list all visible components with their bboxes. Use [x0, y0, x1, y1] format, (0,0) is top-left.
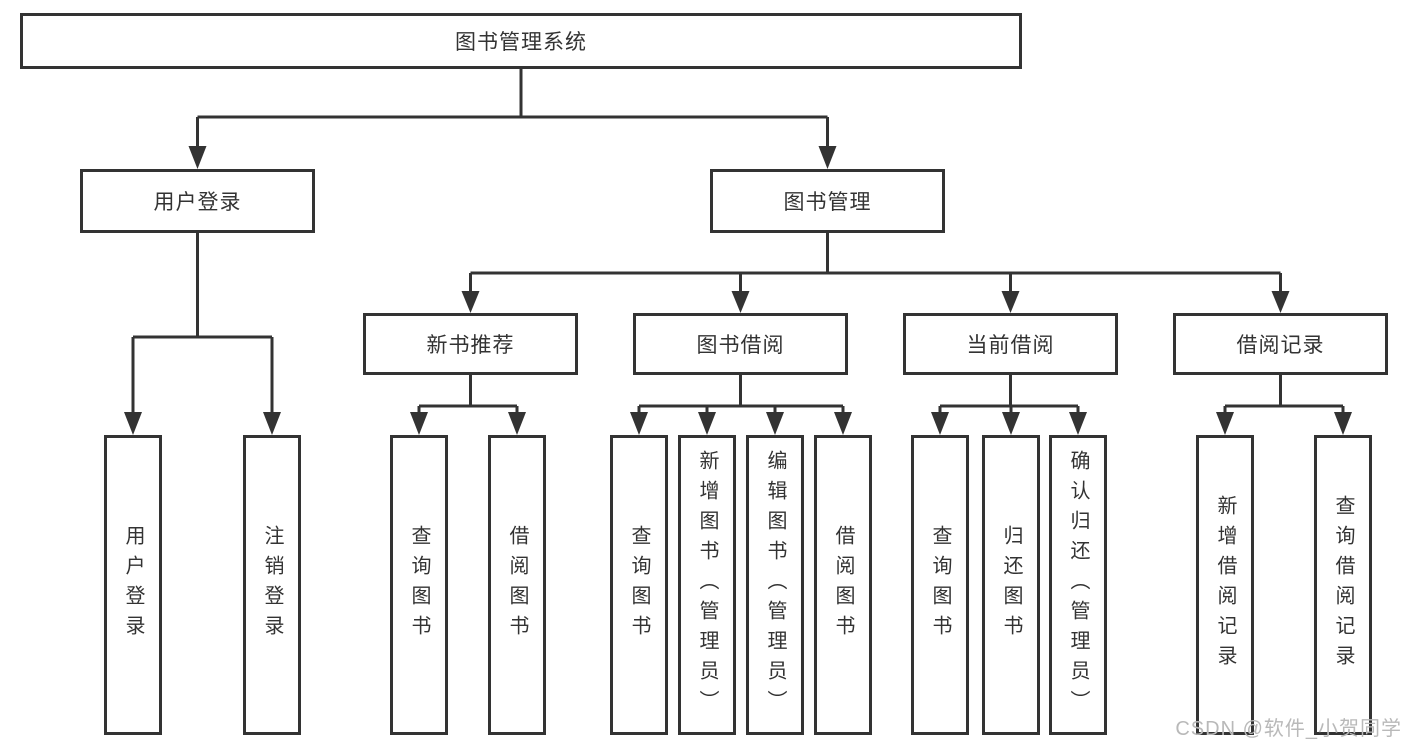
- arrowhead: [766, 412, 784, 435]
- node-book-management: 图书管理: [710, 169, 945, 233]
- connector-current-borrow-children: [931, 375, 1087, 435]
- arrowhead: [818, 146, 837, 169]
- leaf-borrow-books: 借阅图书: [814, 435, 872, 735]
- arrowhead: [630, 412, 648, 435]
- connector-root-to-level1: [188, 69, 837, 169]
- connector-new-book-recommend-children: [410, 375, 526, 435]
- leaf-user-login: 用户登录: [104, 435, 162, 735]
- leaf-query-books-borrow: 查询图书: [610, 435, 668, 735]
- leaf-logout: 注销登录: [243, 435, 301, 735]
- leaf-borrow-books-recommend: 借阅图书: [488, 435, 546, 735]
- leaf-query-books-current: 查询图书: [911, 435, 969, 735]
- arrowhead: [1069, 412, 1087, 435]
- arrowhead: [508, 412, 526, 435]
- leaf-return-books: 归还图书: [982, 435, 1040, 735]
- arrowhead: [188, 146, 207, 169]
- arrowhead: [698, 412, 716, 435]
- leaf-query-borrow-record: 查询借阅记录: [1314, 435, 1372, 735]
- arrowhead: [931, 412, 949, 435]
- leaf-confirm-return-admin: 确认归还（管理员）: [1049, 435, 1107, 735]
- leaf-add-borrow-record: 新增借阅记录: [1196, 435, 1254, 735]
- arrowhead: [263, 412, 281, 435]
- connector-borrow-records-children: [1216, 375, 1352, 435]
- arrowhead: [124, 412, 142, 435]
- leaf-add-book-admin: 新增图书（管理员）: [678, 435, 736, 735]
- arrowhead: [410, 412, 428, 435]
- arrowhead: [834, 412, 852, 435]
- connector-book-borrow-children: [630, 375, 852, 435]
- arrowhead: [1002, 412, 1020, 435]
- arrowhead: [1334, 412, 1352, 435]
- node-library-management-system: 图书管理系统: [20, 13, 1022, 69]
- node-book-borrow: 图书借阅: [633, 313, 848, 375]
- leaf-edit-book-admin: 编辑图书（管理员）: [746, 435, 804, 735]
- connector-user-login-children: [124, 233, 281, 435]
- arrowhead: [461, 291, 480, 313]
- node-user-login: 用户登录: [80, 169, 315, 233]
- arrowhead: [731, 291, 750, 313]
- leaf-query-books-recommend: 查询图书: [390, 435, 448, 735]
- watermark: CSDN @软件_小贺同学: [1175, 718, 1402, 740]
- arrowhead: [1271, 291, 1290, 313]
- arrowhead: [1216, 412, 1234, 435]
- arrowhead: [1001, 291, 1020, 313]
- node-borrow-records: 借阅记录: [1173, 313, 1388, 375]
- connector-book-management-children: [461, 233, 1290, 313]
- node-new-book-recommend: 新书推荐: [363, 313, 578, 375]
- node-current-borrow: 当前借阅: [903, 313, 1118, 375]
